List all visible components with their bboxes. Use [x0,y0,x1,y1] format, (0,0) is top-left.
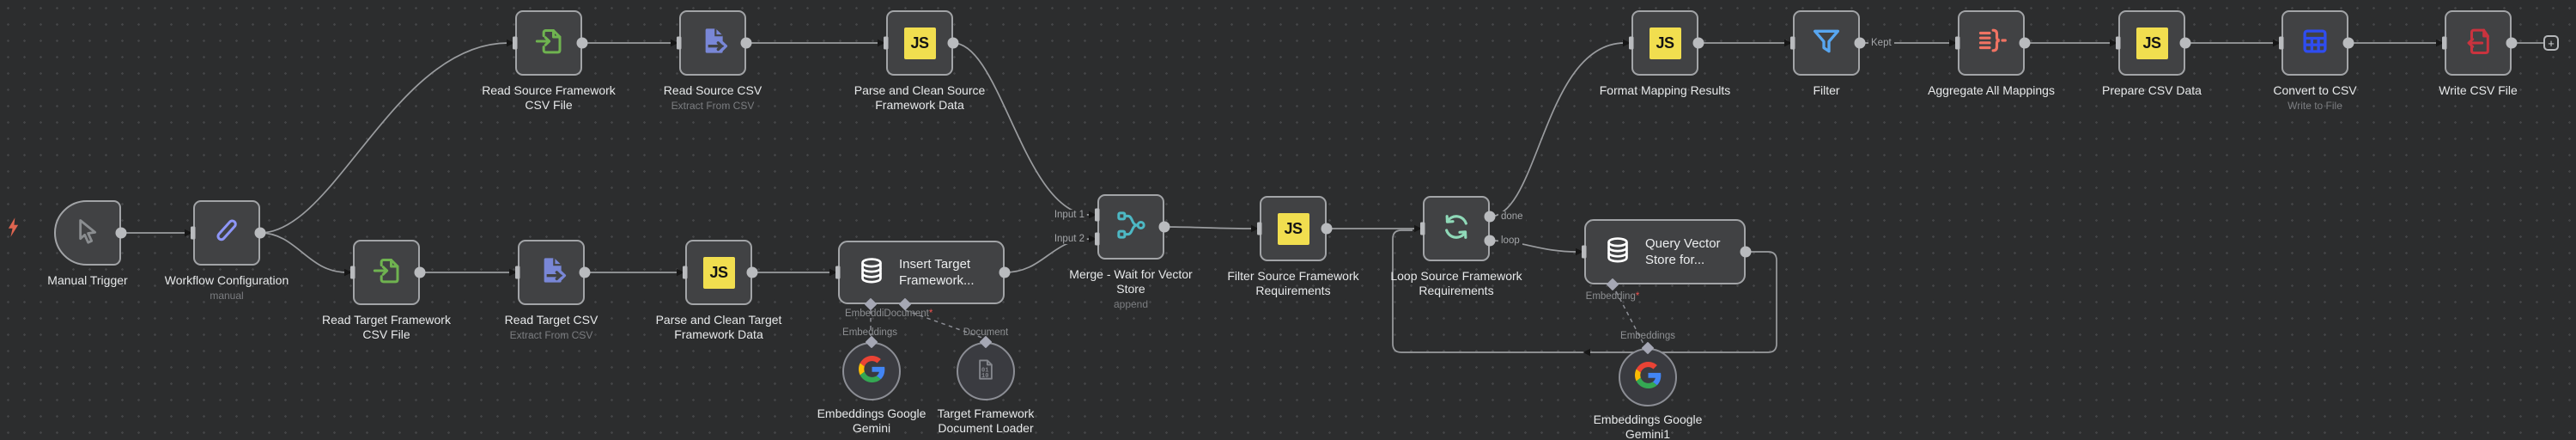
javascript-icon: JS [903,27,936,59]
node-embeddings-google-gemini1[interactable] [1619,348,1677,406]
db-icon [1601,234,1634,271]
node-loop-source-framework-requirements[interactable] [1423,196,1490,261]
node-read-target-csv[interactable] [518,240,585,305]
node-embeddings-google-gemini[interactable] [842,342,901,400]
pen-icon [210,215,243,252]
node-read-source-csv[interactable] [679,10,746,76]
table-icon [2299,25,2331,62]
node-merge-wait-for-vector-store[interactable] [1097,194,1164,260]
merge-icon [1114,208,1148,247]
aggregate-icon [1974,24,2008,63]
loop-icon [1439,210,1473,248]
node-manual-trigger[interactable] [54,200,121,266]
node-workflow-configuration[interactable] [193,200,260,266]
node-convert-to-csv[interactable] [2281,10,2348,76]
node-read-target-framework-csv-file[interactable] [353,240,420,305]
javascript-icon: JS [702,256,735,289]
node-parse-and-clean-target-framework-data[interactable]: JS [685,240,752,305]
node-aggregate-all-mappings[interactable] [1958,10,2025,76]
node-read-source-framework-csv-file[interactable] [515,10,582,76]
add-node-button[interactable]: + [2543,35,2559,51]
node-filter-source-framework-requirements[interactable]: JS [1260,196,1327,261]
node-write-csv-file[interactable] [2445,10,2512,76]
svg-text:10: 10 [981,372,988,379]
javascript-icon: JS [1649,27,1681,59]
javascript-icon: JS [2136,27,2168,59]
node-parse-and-clean-source-framework-data[interactable]: JS [886,10,953,76]
javascript-icon: JS [1277,212,1309,245]
db-icon [855,254,888,291]
file-import-icon [532,24,566,63]
funnel-icon [1809,24,1844,63]
file-export-icon [696,24,730,63]
node-format-mapping-results[interactable]: JS [1631,10,1698,76]
google-icon [858,356,885,387]
file-write-icon [2461,24,2495,63]
svg-text:01: 01 [981,367,988,374]
file-import-icon [369,254,404,292]
google-icon [1634,362,1662,393]
cursor-icon [70,214,105,253]
file-export-icon [534,254,568,292]
node-filter[interactable] [1793,10,1860,76]
node-prepare-csv-data[interactable]: JS [2118,10,2185,76]
